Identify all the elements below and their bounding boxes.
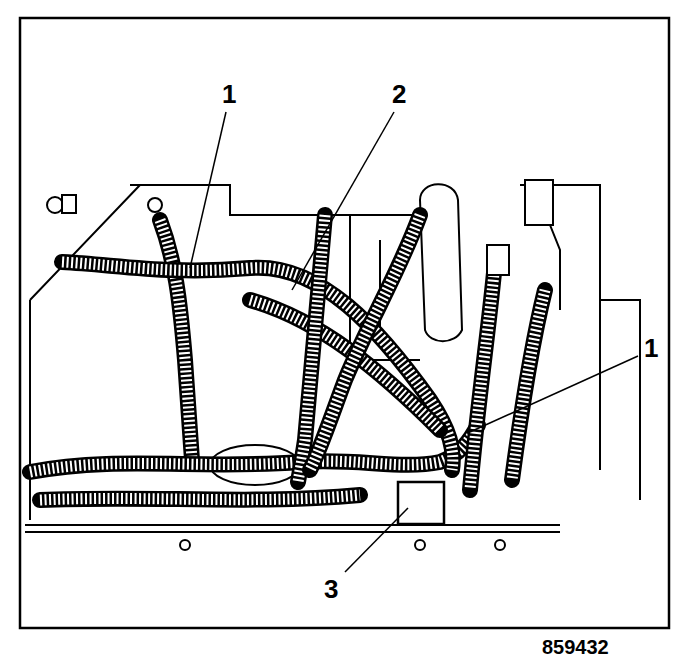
figure-number: 859432 bbox=[540, 636, 611, 658]
callout-number: 1 bbox=[642, 334, 660, 362]
callout-number: 2 bbox=[390, 80, 408, 108]
callout-number: 1 bbox=[220, 80, 238, 108]
callout-number: 3 bbox=[322, 575, 340, 603]
